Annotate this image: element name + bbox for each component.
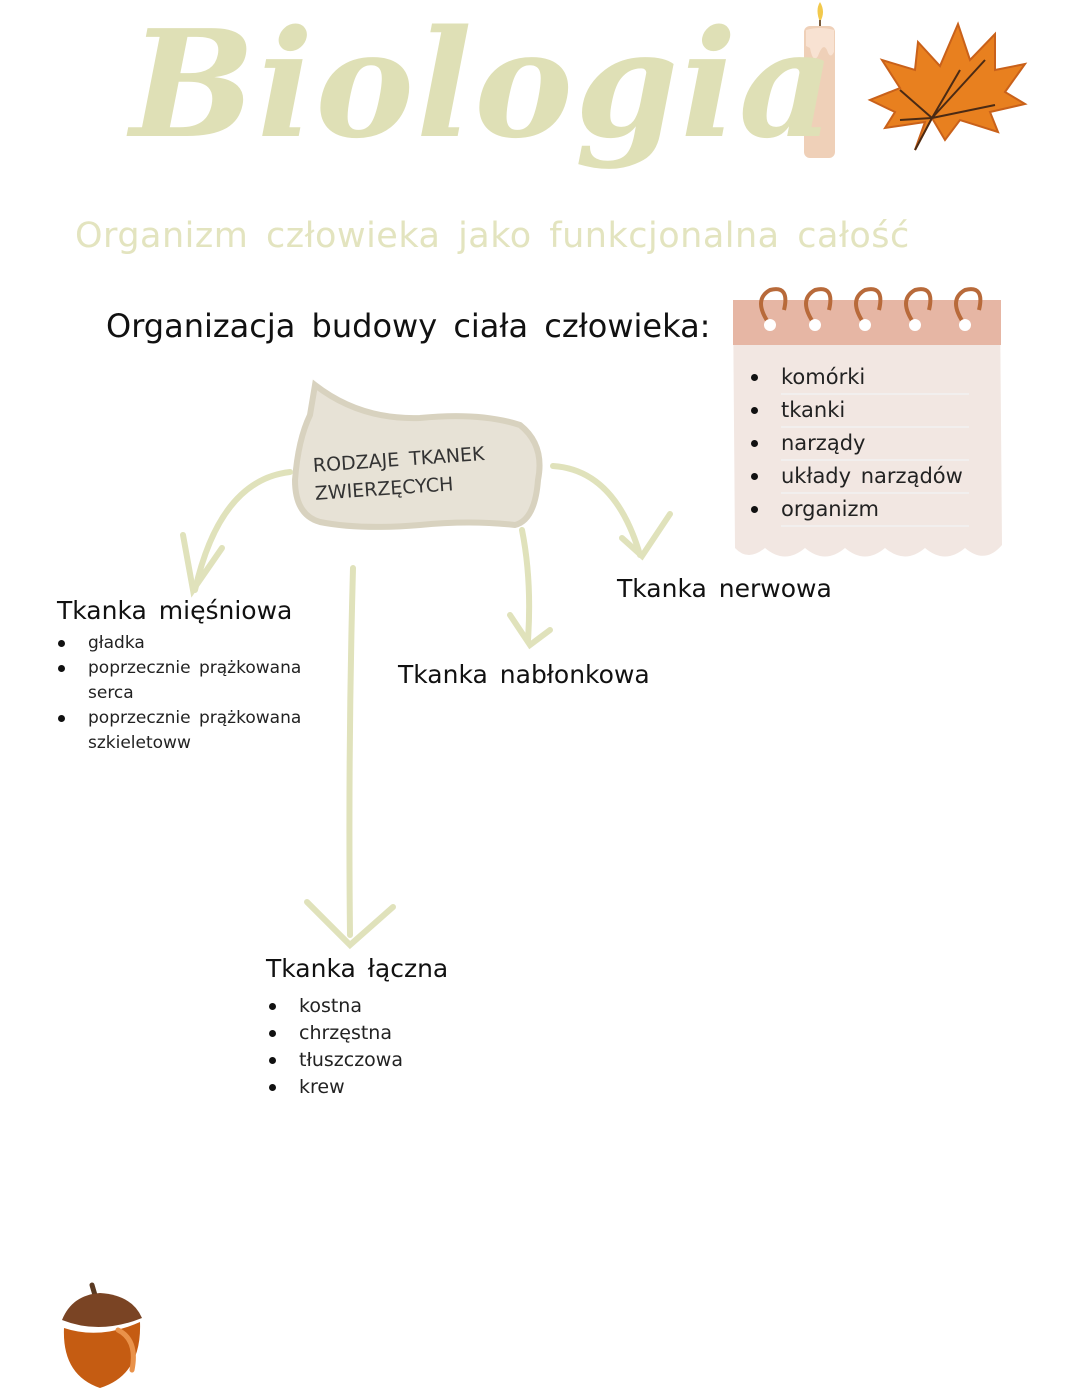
list-item: gładka — [58, 631, 303, 656]
list-item: narządy — [751, 428, 969, 461]
center-label: RODZAJE TKANEK ZWIERZĘCYCH — [312, 440, 487, 508]
list-item: organizm — [751, 494, 969, 527]
list-item: tkanki — [751, 395, 969, 428]
list-item: układy narządów — [751, 461, 969, 494]
section-heading: Organizacja budowy ciała człowieka: — [106, 307, 711, 345]
center-bubble — [291, 379, 543, 530]
maple-leaf-icon — [867, 21, 1028, 151]
page-subtitle: Organizm człowieka jako funkcjonalna cał… — [75, 216, 910, 256]
tissue-title-epithelial: Tkanka nabłonkowa — [398, 660, 650, 689]
list-item: chrzęstna — [269, 1020, 403, 1047]
tissue-title-nervous: Tkanka nerwowa — [617, 574, 832, 603]
tissue-title-connective: Tkanka łączna — [266, 954, 449, 983]
tissue-title-muscle: Tkanka mięśniowa — [57, 596, 293, 625]
candle-icon — [804, 2, 835, 158]
list-item: krew — [269, 1074, 403, 1101]
connective-list: kostna chrzęstna tłuszczowa krew — [269, 993, 403, 1101]
connector-arrows — [180, 463, 673, 950]
list-item: komórki — [751, 362, 969, 395]
list-item: poprzecznie prążkowana serca — [58, 656, 303, 706]
list-item: kostna — [269, 993, 403, 1020]
page-title: Biologia — [130, 0, 837, 171]
acorn-icon — [62, 1282, 142, 1388]
notepad-list: komórki tkanki narządy układy narządów o… — [751, 362, 969, 527]
list-item: poprzecznie prążkowana szkieletoww — [58, 706, 303, 756]
muscle-list: gładka poprzecznie prążkowana serca popr… — [58, 631, 303, 756]
list-item: tłuszczowa — [269, 1047, 403, 1074]
